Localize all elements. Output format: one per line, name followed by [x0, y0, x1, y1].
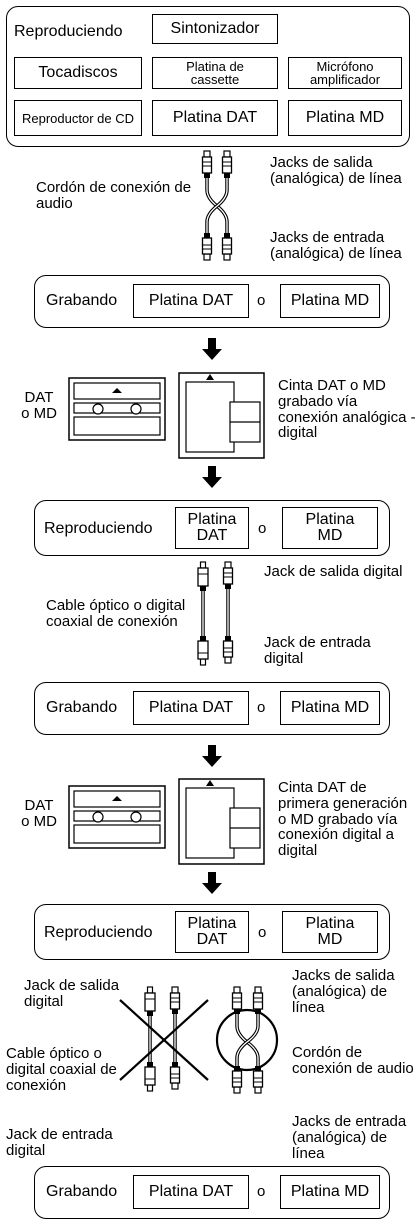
tocadiscos-box: Tocadiscos [14, 57, 142, 89]
entrada-analog-label: Jacks de entrada (analógica) de línea [270, 229, 402, 262]
platina-dat-box: Platina DAT [133, 1175, 249, 1209]
o-label: o [257, 699, 266, 716]
minidisc-icon [178, 372, 265, 459]
minidisc-icon [178, 778, 265, 865]
jack-entrada-digital-label: Jack de entrada digital [6, 1126, 113, 1159]
platina-md-box: Platina MD [280, 691, 380, 725]
grabando-label: Grabando [46, 699, 118, 716]
salida-analog-label: Jacks de salida (analógica) de línea [270, 154, 402, 187]
playback-panel-3 [34, 904, 390, 960]
recording-panel-1 [34, 275, 390, 328]
o-label: o [258, 520, 267, 537]
platina-md-box: Platina MD [282, 911, 378, 953]
grabando-label: Grabando [46, 292, 118, 309]
platina-dat-box: Platina DAT [152, 100, 278, 136]
reproduciendo-label: Reproduciendo [44, 924, 153, 941]
microfono-box: Micrófono amplificador [288, 57, 402, 89]
platina-dat-box: Platina DAT [133, 691, 249, 725]
dat-cassette-icon [68, 377, 166, 441]
platina-cassette-box: Platina de cassette [152, 57, 278, 89]
digital-cable-label: Cable óptico o digital coaxial de conexi… [6, 1045, 117, 1094]
arrow-down-icon [202, 745, 222, 767]
arrow-down-icon [202, 466, 222, 488]
recording-panel-3 [34, 1166, 390, 1219]
o-label: o [257, 292, 266, 309]
cordon-label: Cordón de conexión de audio [292, 1044, 414, 1077]
o-label: o [258, 924, 267, 941]
grabando-label: Grabando [46, 1183, 118, 1200]
dat-cassette-icon [68, 785, 166, 849]
jacks-entrada-analog-label: Jacks de entrada (analógica) de línea [292, 1113, 407, 1162]
o-label: o [257, 1183, 266, 1200]
reproductor-cd-box: Reproductor de CD [14, 100, 142, 136]
platina-dat-box: Platina DAT [175, 507, 249, 549]
source-panel [6, 6, 410, 147]
jacks-salida-analog-label: Jacks de salida (analógica) de línea [292, 967, 395, 1016]
platina-md-box: Platina MD [280, 284, 380, 318]
platina-dat-box: Platina DAT [133, 284, 249, 318]
arrow-down-icon [202, 338, 222, 360]
media2-caption: Cinta DAT de primera generación o MD gra… [278, 779, 408, 859]
dat-o-md-label: DAT o MD [21, 797, 57, 830]
cordon-label: Cordón de conexión de audio [36, 179, 192, 212]
reproduciendo-label: Reproduciendo [44, 520, 153, 537]
jack-salida-digital-label: Jack de salida digital [264, 563, 403, 580]
jack-salida-digital-label: Jack de salida digital [24, 977, 120, 1010]
platina-md-box: Platina MD [280, 1175, 380, 1209]
playback-panel-2 [34, 500, 390, 556]
arrow-down-icon [202, 872, 222, 894]
media1-caption: Cinta DAT o MD grabado vía conexión anal… [278, 377, 416, 442]
recording-panel-2 [34, 682, 390, 735]
dat-o-md-label: DAT o MD [21, 389, 57, 422]
platina-md-box: Platina MD [282, 507, 378, 549]
platina-md-box: Platina MD [288, 100, 402, 136]
jack-entrada-digital-label: Jack de entrada digital [264, 634, 371, 667]
platina-dat-box: Platina DAT [175, 911, 249, 953]
sintonizador-box: Sintonizador [152, 14, 278, 44]
reproduciendo-label: Reproduciendo [14, 23, 123, 40]
digital-cable-label: Cable óptico o digital coaxial de conexi… [46, 597, 186, 630]
